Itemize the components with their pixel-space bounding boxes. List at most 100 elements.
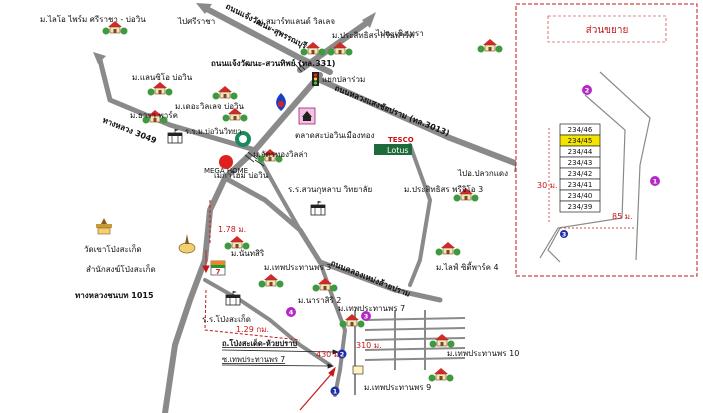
- marker-3: 3: [361, 311, 371, 321]
- gas-station-icon: [276, 93, 286, 111]
- label-thara-park: ม.ธารา พาร์ค: [130, 110, 178, 120]
- inset-road-left: [539, 94, 626, 259]
- label-manasiri: ม.นันทสิริ: [231, 249, 265, 258]
- label-to-chachoengsao: ไปฉะเชิงเทรา: [375, 29, 424, 38]
- house-icon: [212, 85, 238, 100]
- lotus-text: Lotus: [387, 146, 409, 155]
- label-kiti4: ม.ไลฟ์ ซิตี้พาร์ค 4: [436, 261, 499, 272]
- road-331: [202, 5, 333, 75]
- distance-430: 430 ม.: [316, 350, 342, 359]
- label-to-pluakdaeng: ไปอ.ปลวกแดง: [457, 169, 508, 178]
- inset-title: ส่วนขยาย: [586, 25, 629, 36]
- inset-plot: 234/43: [559, 156, 601, 169]
- house-icon: [327, 41, 353, 56]
- house-icon: [428, 367, 454, 382]
- svg-text:1: 1: [333, 388, 338, 396]
- svg-text:4: 4: [289, 309, 294, 317]
- label-laiyo: ม.ไลโอ ไพร์ม ศรีราชา - บ่อวิน: [40, 14, 146, 24]
- inset-road-bottom: [547, 227, 561, 263]
- main-markers: 1 2 3 4: [286, 307, 371, 396]
- stupa-icon: [178, 234, 196, 254]
- inset-panel: ส่วนขยาย 234/46234/45234/44234/43234/422…: [515, 3, 698, 277]
- road-label-331: ถนนแจ้งวัฒนะ-สวนทิพย์ (ทล.331): [211, 58, 335, 68]
- inset-plot-label: 234/42: [568, 170, 593, 178]
- label-plaza: ตลาดสะบ่อวินเมืองทอง: [295, 131, 375, 140]
- label-rr-pong: ร.ร.โป่งสะเก็ด: [202, 314, 251, 324]
- house-icon: [224, 235, 250, 250]
- inset-plot-label: 234/43: [568, 159, 593, 167]
- svg-text:2: 2: [340, 351, 345, 359]
- distance-310: 310 ม.: [356, 341, 382, 350]
- road-local-south: [222, 175, 443, 303]
- inset-marker-2: 2: [582, 85, 592, 95]
- place-labels: ม.ไลโอ ไพร์ม ศรีราชา - บ่อวิน ไปศรีราชา …: [40, 14, 519, 392]
- label-lenwin: ม.แลนซิโอ บ่อวิน: [132, 72, 193, 82]
- inset-plot-label: 234/40: [568, 192, 593, 200]
- label-wat-pong: วัดเขาโป่งสะเก็ด: [84, 244, 142, 254]
- inset-plot: 234/41: [559, 178, 601, 191]
- label-rr-suanbua: ร.ร.สวนกุหลาบ วิทยาลัย: [288, 185, 372, 194]
- road-loop-upper: [253, 148, 302, 232]
- inset-road-right: [599, 71, 651, 261]
- inset-plot: 234/42: [559, 167, 601, 180]
- marker-1: 1: [330, 386, 340, 396]
- label-thepprathan3: ม.เทพประทานพร 3: [264, 263, 331, 272]
- svg-text:MEGA HOME: MEGA HOME: [204, 167, 248, 175]
- road-label-thepprathan7: ซ.เทพประทานพร 7: [222, 355, 285, 364]
- school-icon: [167, 128, 183, 144]
- road-north-small: [408, 143, 432, 287]
- market-icon: [298, 107, 316, 125]
- inset-marker-3: 3: [560, 230, 568, 239]
- inset-marker-1: 1: [650, 176, 660, 186]
- inset-plot: 234/46: [559, 123, 601, 136]
- inset-dim-bottom: 85 ม.: [612, 212, 633, 221]
- house-icon: [429, 333, 455, 348]
- label-mega-home: เมกาโฮม บ่อวิน: [214, 170, 269, 180]
- svg-text:3: 3: [562, 231, 567, 239]
- inset-plot: 234/44: [559, 145, 601, 158]
- marker-2: 2: [337, 349, 347, 359]
- road-3049: [97, 57, 258, 153]
- road-label-3049: ทางหลวง 3049: [101, 116, 158, 146]
- crossing-lines: [244, 61, 306, 167]
- label-kaeng-pla: แยกปลาร่วม: [322, 75, 365, 84]
- route-path: [204, 200, 301, 341]
- house-icon: [147, 81, 173, 96]
- tesco-lotus-logo: TESCO Lotus: [374, 136, 414, 155]
- label-smart-village: ม.สมาร์ทแลนด์ วิลเลจ: [258, 16, 335, 26]
- arrow-to-sriracha: [196, 3, 212, 14]
- target-house-icon: [352, 365, 364, 375]
- distance-labels: 1.78 ม. 1.29 กม. 310 ม. 430 ม.: [218, 225, 382, 359]
- label-thepprathan9: ม.เทพประทานพร 9: [364, 383, 431, 392]
- label-marisi2: ม.นาราสิริ 2: [298, 296, 341, 305]
- inset-plot: 234/45: [559, 134, 601, 147]
- label-lesoleil: ม.เดอะวิลเลจ บ่อวิน: [175, 102, 244, 111]
- label-thepprathan7: ม.เทพประทานพร 7: [338, 304, 405, 313]
- road-to-pluakdaeng: [317, 77, 523, 168]
- road-label-3013: ถนนหลวงแสงชัยปราม (ทล.3013): [333, 84, 451, 138]
- house-icon: [435, 241, 461, 256]
- green-logo-icon: [235, 131, 251, 147]
- arrow-to-3049: [93, 52, 106, 64]
- label-prasitsin-green: ม.ประสิทธิสร กรีนพาร์ค: [332, 30, 414, 40]
- road-label-kaset: ถนนคลองเหม่งส้ายปราม: [329, 258, 412, 299]
- distance-178: 1.78 ม.: [218, 225, 246, 234]
- megahome-logo: MEGA HOME: [204, 155, 248, 175]
- house-icon: [339, 313, 365, 328]
- inset-plots: 234/46234/45234/44234/43234/42234/41234/…: [559, 123, 601, 213]
- traffic-light-icon: [312, 72, 319, 86]
- arrow-to-chachoengsao: [362, 12, 376, 28]
- road-label-1015: ทางหลวงชนบท 1015: [75, 291, 154, 300]
- svg-text:3: 3: [364, 313, 369, 321]
- house-icon: [477, 38, 503, 53]
- inset-plot: 234/39: [559, 200, 601, 213]
- inset-plot: 234/40: [559, 189, 601, 202]
- inset-plot-label: 234/44: [568, 148, 593, 156]
- road-label-pongsadet: ถ.โป่งสะเด็ด-ห้วยปราบ: [222, 338, 297, 348]
- marker-4: 4: [286, 307, 296, 317]
- label-prasitsin-3: ม.ประสิทธิสร พรีจิโอ 3: [404, 184, 483, 194]
- pointer-lines: [221, 349, 340, 369]
- svg-text:1: 1: [653, 178, 658, 186]
- school-icon: [310, 200, 326, 216]
